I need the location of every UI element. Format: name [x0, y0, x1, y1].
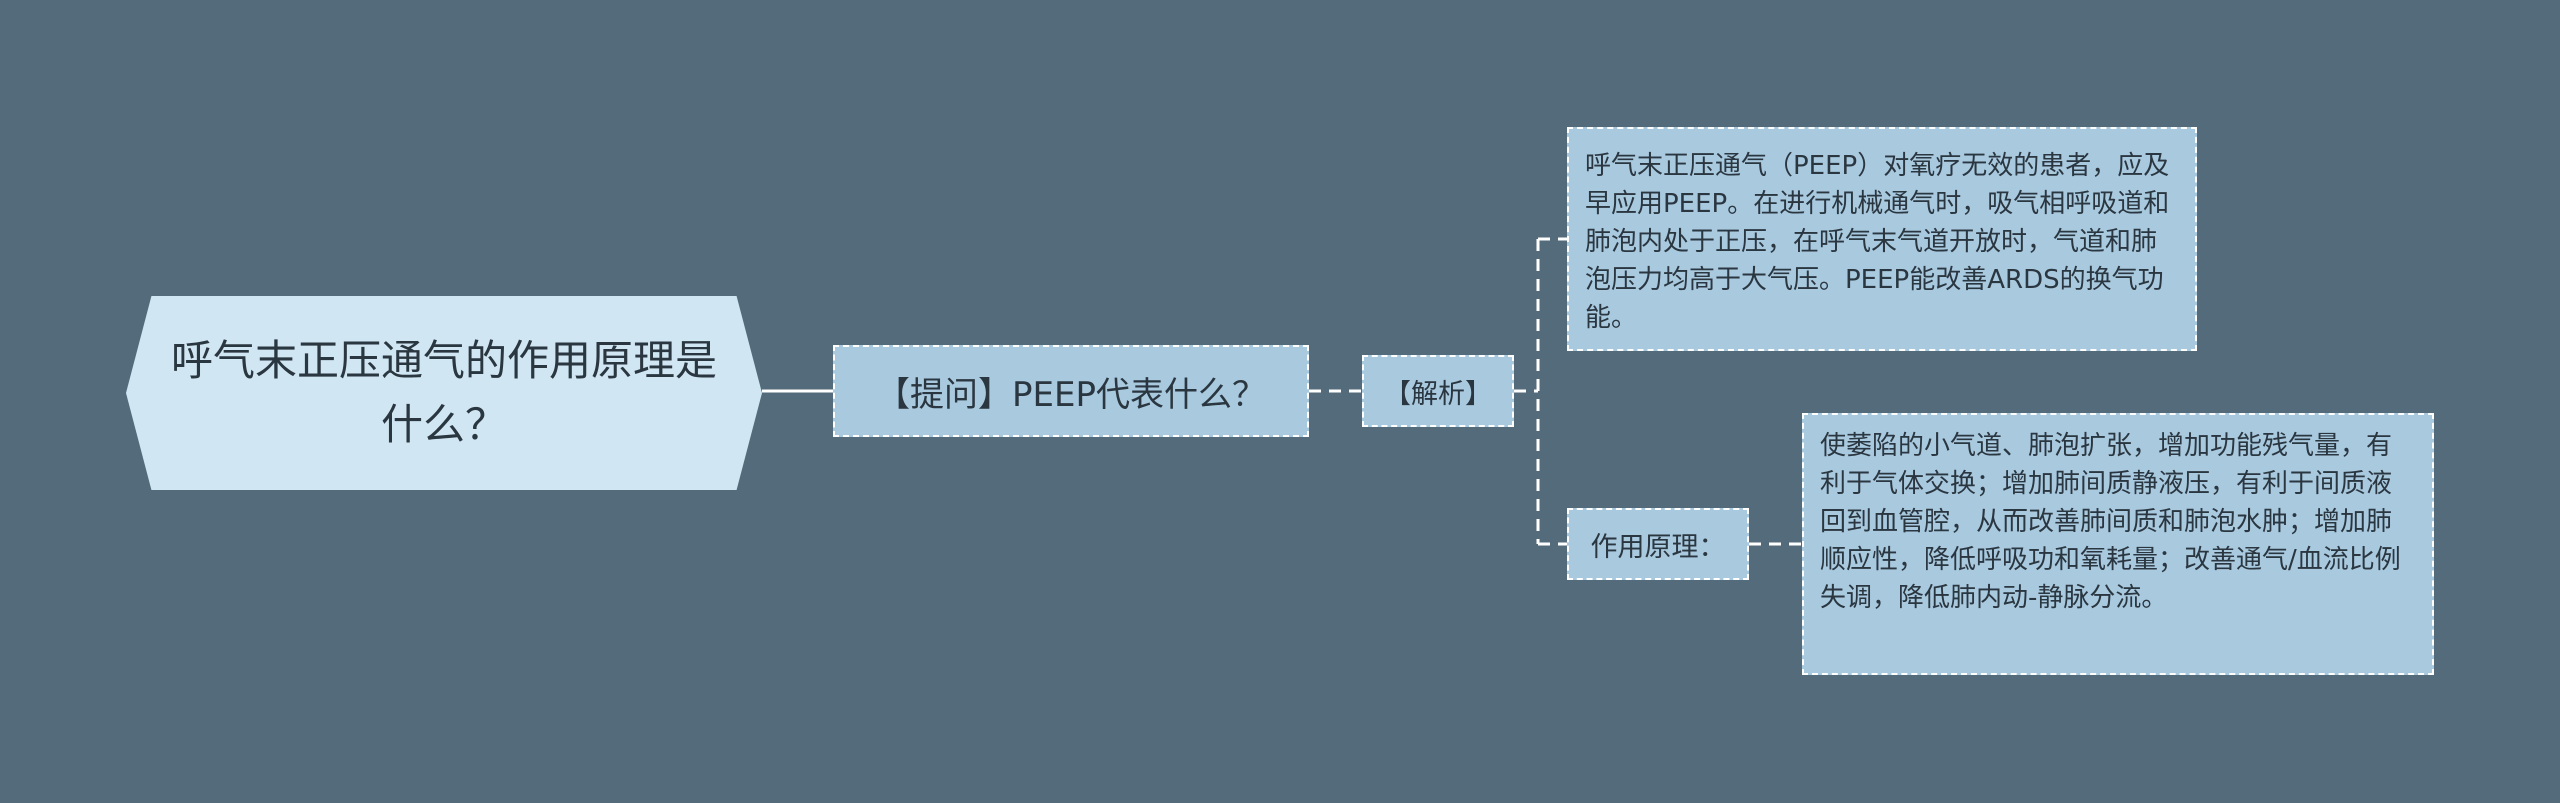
mechanism-text-node[interactable]: 使萎陷的小气道、肺泡扩张，增加功能残气量，有利于气体交换；增加肺间质静液压，有利… — [1802, 413, 2434, 675]
root-topic-node[interactable]: 呼气末正压通气的作用原理是什么？ — [126, 296, 762, 490]
question-label: 【提问】PEEP代表什么？ — [876, 374, 1266, 415]
mechanism-label: 作用原理： — [1590, 531, 1726, 563]
peep-definition-text: 呼气末正压通气（PEEP）对氧疗无效的患者，应及早应用PEEP。在进行机械通气时… — [1585, 151, 2170, 333]
question-node[interactable]: 【提问】PEEP代表什么？ — [833, 345, 1309, 437]
analysis-label: 【解析】 — [1384, 378, 1492, 410]
mechanism-text: 使萎陷的小气道、肺泡扩张，增加功能残气量，有利于气体交换；增加肺间质静液压，有利… — [1820, 431, 2401, 613]
analysis-node[interactable]: 【解析】 — [1362, 355, 1514, 427]
mechanism-label-node[interactable]: 作用原理： — [1567, 508, 1749, 580]
root-topic-label: 呼气末正压通气的作用原理是什么？ — [170, 336, 717, 449]
peep-definition-node[interactable]: 呼气末正压通气（PEEP）对氧疗无效的患者，应及早应用PEEP。在进行机械通气时… — [1567, 127, 2197, 351]
